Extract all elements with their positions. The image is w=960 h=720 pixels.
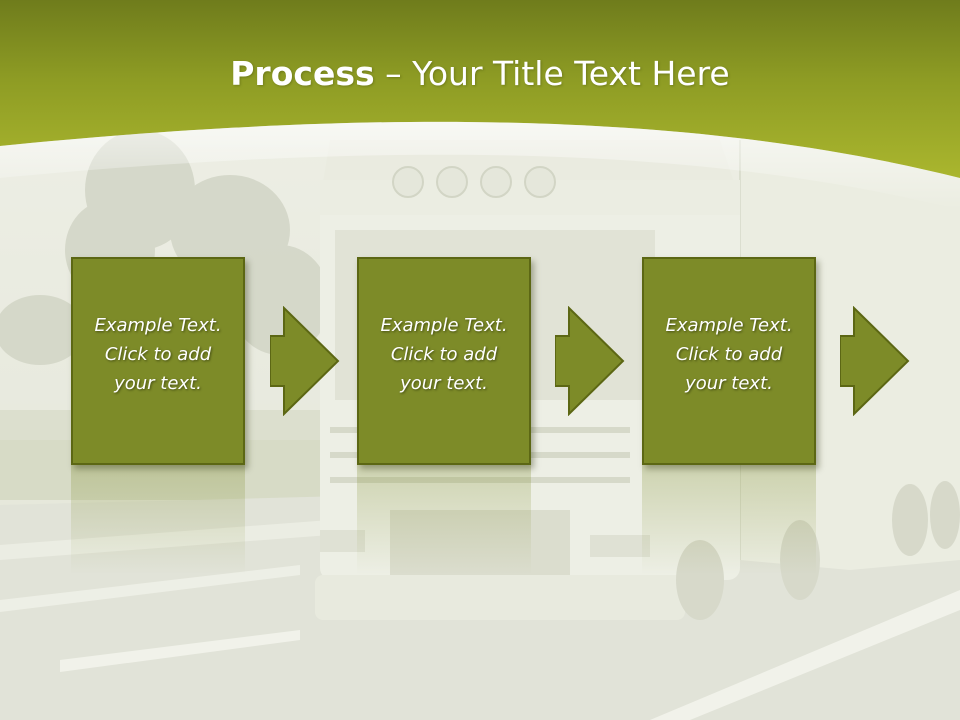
step-3-line-1: Example Text. — [665, 315, 793, 336]
step-3-reflection — [642, 465, 816, 575]
step-2-line-1: Example Text. — [380, 315, 508, 336]
step-3-line-3: your text. — [685, 373, 773, 394]
step-1-line-2: Click to add — [104, 344, 212, 365]
process-step-1[interactable]: Example Text. Click to add your text. — [71, 257, 245, 465]
step-1-arrow — [270, 306, 340, 416]
step-3-arrow — [840, 306, 910, 416]
title-bold: Process — [230, 54, 375, 93]
step-2-line-3: your text. — [400, 373, 488, 394]
step-3-line-2: Click to add — [675, 344, 783, 365]
step-1-text[interactable]: Example Text. Click to add your text. — [73, 311, 243, 398]
step-3-text[interactable]: Example Text. Click to add your text. — [644, 311, 814, 398]
step-1-reflection — [71, 465, 245, 575]
step-2-text[interactable]: Example Text. Click to add your text. — [359, 311, 529, 398]
step-2-arrow — [555, 306, 625, 416]
slide-title[interactable]: Process – Your Title Text Here — [0, 52, 960, 96]
step-2-line-2: Click to add — [390, 344, 498, 365]
process-step-3[interactable]: Example Text. Click to add your text. — [642, 257, 816, 465]
title-rest: – Your Title Text Here — [374, 54, 730, 93]
process-step-2[interactable]: Example Text. Click to add your text. — [357, 257, 531, 465]
step-2-reflection — [357, 465, 531, 575]
step-1-line-3: your text. — [114, 373, 202, 394]
step-1-line-1: Example Text. — [94, 315, 222, 336]
